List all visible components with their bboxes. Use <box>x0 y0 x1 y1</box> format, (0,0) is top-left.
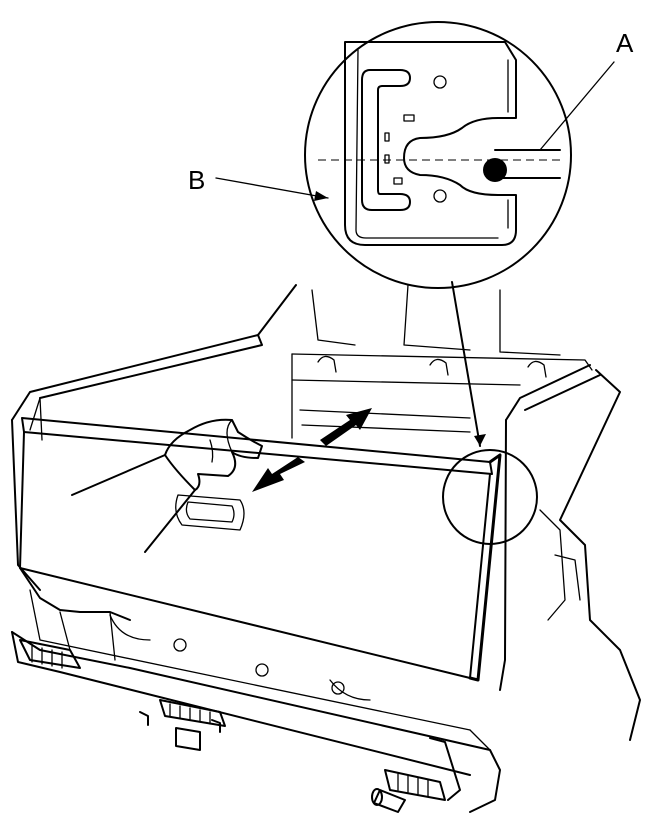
magnified-detail <box>304 21 572 289</box>
arrow-forward-icon <box>252 457 305 492</box>
detail-location-circle <box>442 449 538 545</box>
callout-b: B <box>188 165 329 201</box>
tailgate <box>19 417 502 682</box>
callout-b-label: B <box>188 165 205 195</box>
callout-a-label: A <box>616 28 634 58</box>
callout-a: A <box>539 28 634 151</box>
truck-bed <box>11 284 641 741</box>
arrow-back-icon <box>320 408 372 446</box>
hinge-pin <box>483 158 507 182</box>
rear-bumper <box>11 567 501 813</box>
hand-holding-tailgate <box>71 418 263 553</box>
movement-arrows <box>252 408 372 492</box>
